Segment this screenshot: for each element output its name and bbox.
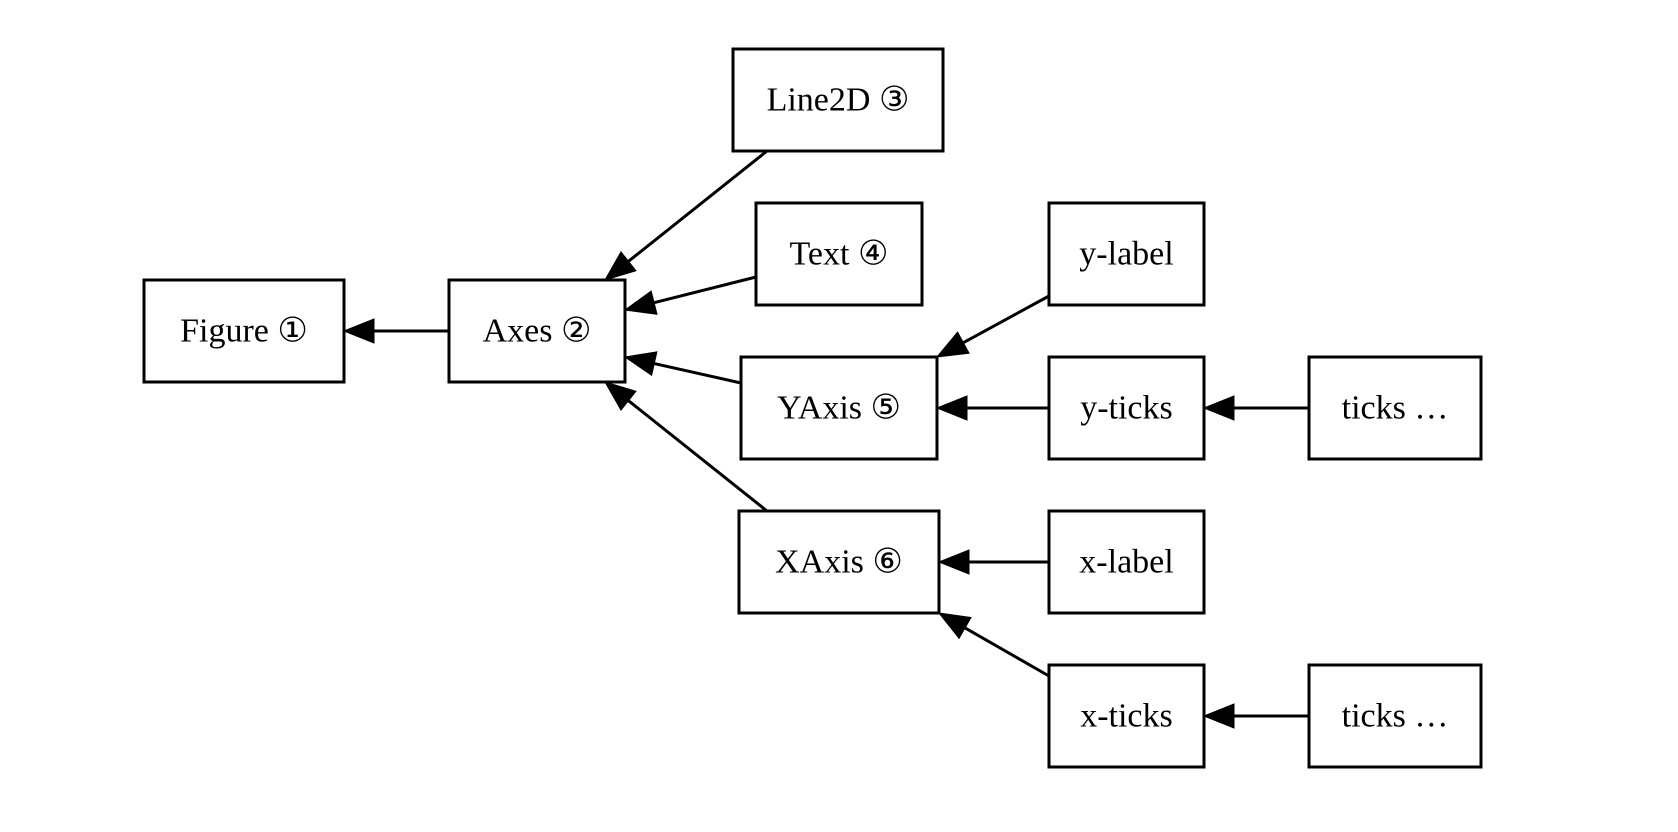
node-label: ticks …	[1342, 698, 1449, 735]
diagram-edges	[342, 149, 1309, 729]
node-box	[1307, 355, 1483, 461]
node-xlabel: x-label	[1047, 509, 1206, 615]
edge-line	[627, 149, 768, 263]
edge-ylabel-to-yaxis	[935, 294, 1050, 358]
node-box	[1047, 355, 1206, 461]
node-figure: Figure ①	[142, 278, 346, 384]
arrowhead-icon	[1202, 395, 1235, 421]
node-box	[739, 355, 939, 461]
arrowhead-icon	[603, 251, 637, 281]
node-box	[142, 278, 346, 384]
node-box	[1047, 201, 1206, 307]
node-ticks-x: ticks …	[1307, 663, 1483, 769]
edge-line	[653, 275, 757, 305]
arrowhead-icon	[935, 395, 968, 421]
arrowhead-icon	[937, 549, 970, 575]
arrowhead-icon	[342, 318, 375, 344]
arrowhead-icon	[603, 381, 637, 411]
node-xticks: x-ticks	[1047, 663, 1206, 769]
edge-line	[627, 399, 768, 513]
node-label: ticks …	[1342, 390, 1449, 427]
node-label: XAxis ⑥	[775, 544, 903, 581]
edge-line	[653, 362, 742, 385]
edge-axes-to-figure	[342, 318, 449, 344]
node-box	[1307, 663, 1483, 769]
node-yticks: y-ticks	[1047, 355, 1206, 461]
node-box	[754, 201, 924, 307]
edge-text-to-axes	[623, 275, 757, 315]
arrowhead-icon	[935, 331, 970, 358]
arrowhead-icon	[623, 290, 658, 315]
edge-xaxis-to-axes	[603, 381, 768, 513]
node-box	[447, 278, 627, 384]
node-text: Text ④	[754, 201, 924, 307]
edge-yaxis-to-axes	[623, 351, 742, 385]
edge-ticks-x-to-xticks	[1202, 703, 1309, 729]
node-label: Figure ①	[180, 313, 308, 350]
arrowhead-icon	[623, 351, 658, 377]
node-label: x-label	[1079, 544, 1173, 581]
node-label: Text ④	[790, 236, 889, 273]
node-axes: Axes ②	[447, 278, 627, 384]
node-xaxis: XAxis ⑥	[737, 509, 941, 615]
node-label: Line2D ③	[767, 82, 910, 119]
node-label: Axes ②	[483, 313, 592, 350]
edge-xticks-to-xaxis	[937, 612, 1050, 678]
arrowhead-icon	[1202, 703, 1235, 729]
node-box	[737, 509, 941, 615]
node-label: x-ticks	[1080, 698, 1173, 735]
node-box	[1047, 509, 1206, 615]
node-ticks-y: ticks …	[1307, 355, 1483, 461]
node-yaxis: YAxis ⑤	[739, 355, 939, 461]
edge-xlabel-to-xaxis	[937, 549, 1049, 575]
diagram-nodes: Figure ① Axes ② Line2D ③ Text ④ YAxis ⑤ XAxis…	[142, 47, 1483, 769]
node-line2d: Line2D ③	[731, 47, 945, 153]
edge-line	[964, 626, 1050, 678]
node-label: y-label	[1079, 236, 1173, 273]
node-label: y-ticks	[1080, 390, 1173, 427]
arrowhead-icon	[937, 612, 972, 640]
edge-line2d-to-axes	[603, 149, 768, 281]
edge-ticks-y-to-yticks	[1202, 395, 1309, 421]
edge-yticks-to-yaxis	[935, 395, 1049, 421]
edge-line	[962, 294, 1050, 344]
node-ylabel: y-label	[1047, 201, 1206, 307]
node-label: YAxis ⑤	[777, 390, 901, 427]
node-box	[731, 47, 945, 153]
node-box	[1047, 663, 1206, 769]
